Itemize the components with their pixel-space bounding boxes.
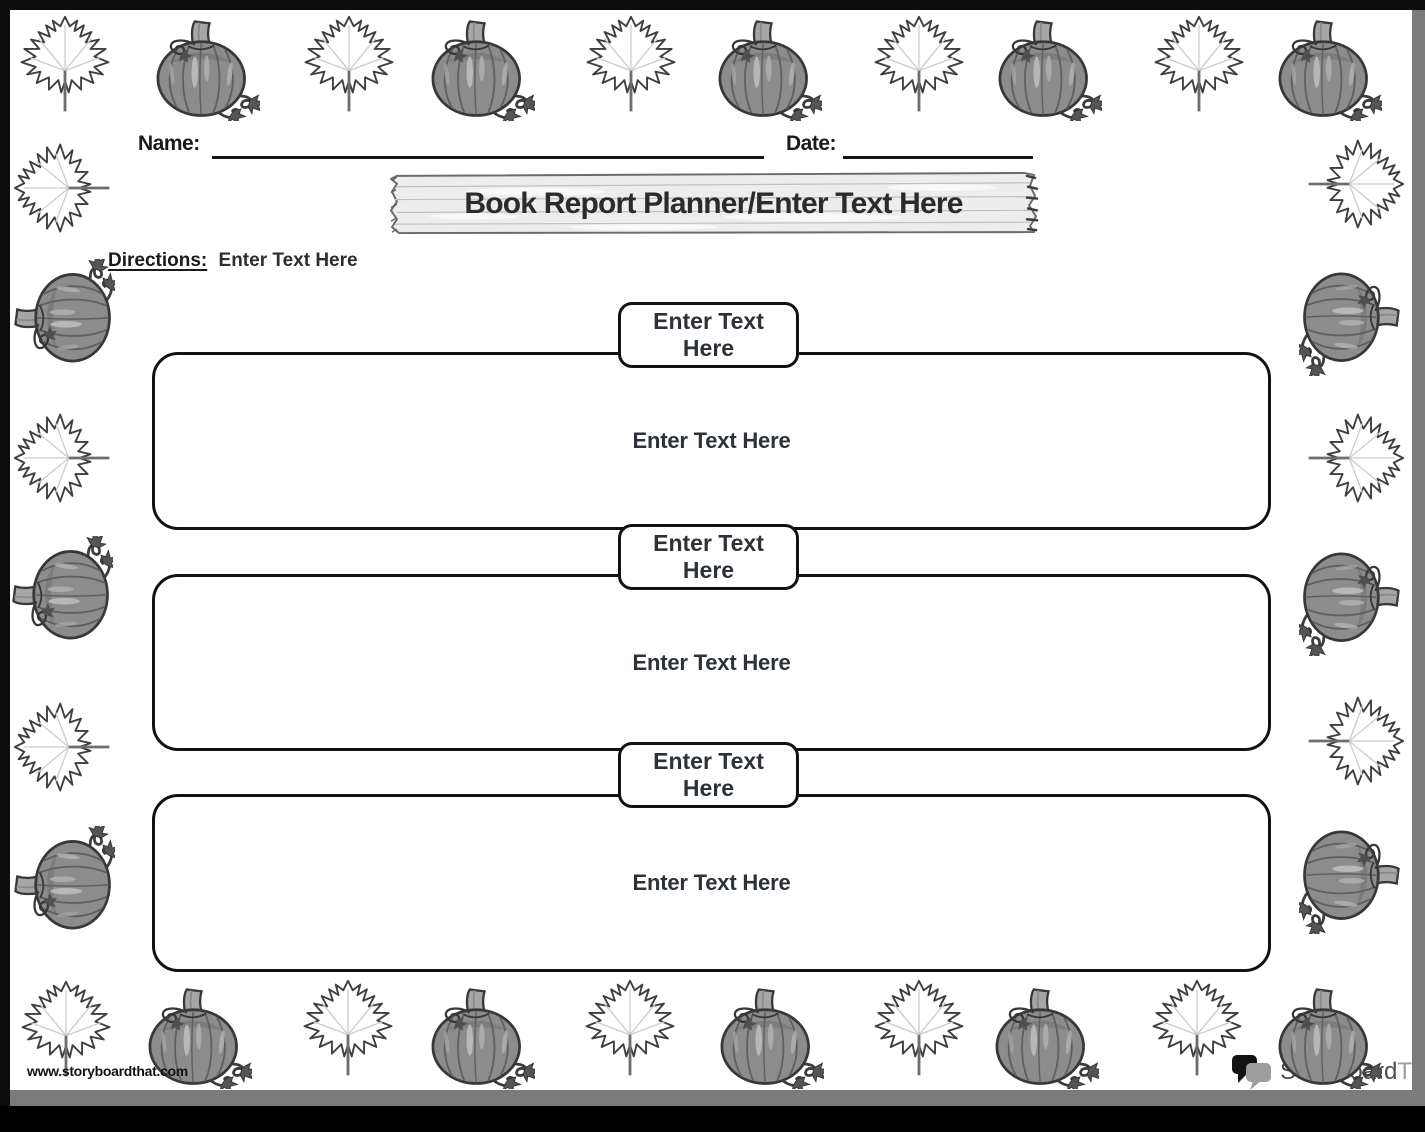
directions-text[interactable]: Enter Text Here — [218, 250, 358, 271]
pumpkin-icon — [987, 983, 1099, 1089]
shadow-right — [1412, 10, 1425, 1106]
maple-leaf-icon — [583, 14, 679, 118]
pumpkin-icon — [9, 259, 115, 371]
maple-leaf-icon — [582, 978, 678, 1082]
page-title[interactable]: Book Report Planner/Enter Text Here — [464, 186, 963, 220]
maple-leaf-icon — [1151, 14, 1247, 118]
frame-left — [0, 0, 10, 1106]
section-title-1: Enter Text Here — [653, 308, 764, 361]
speech-bubbles-icon — [1232, 1055, 1271, 1090]
section-title-3: Enter Text Here — [653, 748, 764, 801]
name-label: Name: — [138, 132, 200, 155]
pumpkin-icon — [1299, 544, 1405, 656]
directions-label: Directions: — [108, 250, 208, 271]
pumpkin-icon — [9, 826, 115, 938]
maple-leaf-icon — [301, 14, 397, 118]
maple-leaf-icon — [12, 140, 116, 236]
directions-row: Directions: Enter Text Here — [108, 250, 358, 272]
maple-leaf-icon — [1149, 978, 1245, 1082]
report-box-text-1: Enter Text Here — [632, 428, 791, 453]
pumpkin-icon — [710, 15, 822, 121]
maple-leaf-icon — [1302, 410, 1406, 506]
maple-leaf-icon — [12, 410, 116, 506]
pumpkin-icon — [1270, 15, 1382, 121]
maple-leaf-icon — [17, 14, 113, 118]
section-title-box-3[interactable]: Enter Text Here — [618, 742, 799, 808]
section-title-box-1[interactable]: Enter Text Here — [618, 302, 799, 368]
report-box-3[interactable]: Enter Text Here — [152, 794, 1271, 972]
section-title-box-2[interactable]: Enter Text Here — [618, 524, 799, 590]
bottom-black-bar — [0, 1106, 1425, 1132]
date-blank-line[interactable] — [843, 128, 1033, 159]
website-url: www.storyboardthat.com — [27, 1063, 188, 1079]
pumpkin-icon — [1299, 822, 1405, 934]
shadow-bottom — [10, 1090, 1425, 1106]
name-blank-line[interactable] — [212, 128, 764, 159]
pumpkin-icon — [1270, 983, 1382, 1089]
maple-leaf-icon — [1302, 136, 1406, 232]
maple-leaf-icon — [12, 699, 116, 795]
maple-leaf-icon — [871, 978, 967, 1082]
maple-leaf-icon — [1302, 693, 1406, 789]
pumpkin-icon — [423, 983, 535, 1089]
report-box-1[interactable]: Enter Text Here — [152, 352, 1271, 530]
pumpkin-icon — [423, 15, 535, 121]
section-title-2: Enter Text Here — [653, 530, 764, 583]
pumpkin-icon — [712, 983, 824, 1089]
pumpkin-icon — [990, 15, 1102, 121]
report-box-2[interactable]: Enter Text Here — [152, 574, 1271, 751]
date-label: Date: — [786, 132, 837, 155]
maple-leaf-icon — [871, 14, 967, 118]
pumpkin-icon — [7, 536, 113, 648]
pumpkin-icon — [148, 15, 260, 121]
title-banner: Book Report Planner/Enter Text Here — [385, 170, 1042, 237]
pumpkin-icon — [1299, 264, 1405, 376]
frame-top — [0, 0, 1425, 10]
maple-leaf-icon — [300, 978, 396, 1082]
report-box-text-2: Enter Text Here — [632, 649, 791, 675]
report-box-text-3: Enter Text Here — [632, 870, 791, 895]
